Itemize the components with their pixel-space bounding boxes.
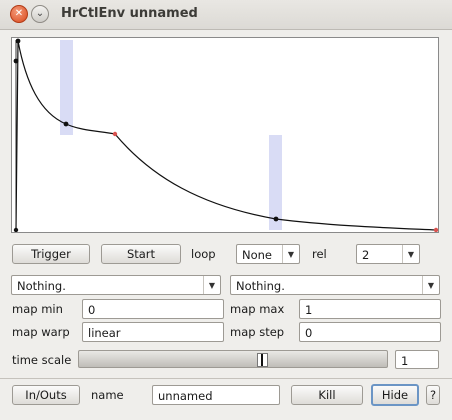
trigger-button[interactable]: Trigger [12,244,90,264]
end-node[interactable] [433,227,438,232]
time-scale-slider[interactable] [78,350,388,368]
map-right-select[interactable]: Nothing. ▼ [230,275,440,295]
rel-select-value: 2 [362,248,370,262]
map-max-field[interactable]: 1 [299,299,441,319]
release-node[interactable] [112,131,118,137]
envelope-node[interactable] [15,38,21,44]
slider-thumb[interactable] [257,353,268,367]
time-scale-field[interactable]: 1 [395,350,439,369]
hide-button[interactable]: Hide [371,384,419,406]
envelope-node[interactable] [273,216,279,222]
chevron-down-icon: ▼ [203,276,220,294]
map-warp-field[interactable]: linear [82,322,224,342]
map-min-label: map min [12,302,63,316]
chevron-down-icon: ▼ [422,276,439,294]
envelope-curve [15,40,437,231]
map-step-label: map step [230,325,285,339]
envelope-node[interactable] [13,58,19,64]
segment-highlight [269,135,282,230]
in-outs-button[interactable]: In/Outs [12,385,80,405]
loop-select[interactable]: None ▼ [236,244,300,264]
loop-select-value: None [242,248,273,262]
envelope-graph[interactable] [12,38,438,232]
help-button[interactable]: ? [426,385,440,405]
name-label: name [91,388,124,402]
map-right-select-value: Nothing. [236,279,285,293]
map-left-select-value: Nothing. [17,279,66,293]
envelope-plot[interactable] [11,37,439,233]
start-button[interactable]: Start [101,244,181,264]
loop-label: loop [191,247,216,261]
map-max-label: map max [230,302,285,316]
title-bar: ✕ ⌄ HrCtlEnv unnamed [0,0,452,30]
map-step-field[interactable]: 0 [299,322,441,342]
rel-label: rel [312,247,327,261]
divider [0,378,452,379]
map-min-field[interactable]: 0 [82,299,224,319]
time-scale-label: time scale [12,353,72,367]
close-icon[interactable]: ✕ [10,5,28,23]
map-warp-label: map warp [12,325,70,339]
chevron-down-icon: ▼ [282,245,299,263]
kill-button[interactable]: Kill [291,385,363,405]
map-left-select[interactable]: Nothing. ▼ [11,275,221,295]
rel-select[interactable]: 2 ▼ [356,244,420,264]
name-field[interactable]: unnamed [152,385,280,405]
envelope-node[interactable] [63,121,69,127]
envelope-node[interactable] [13,227,19,232]
window-title: HrCtlEnv unnamed [61,6,198,21]
segment-highlight [60,40,73,135]
chevron-down-icon[interactable]: ⌄ [31,5,49,23]
chevron-down-icon: ▼ [402,245,419,263]
